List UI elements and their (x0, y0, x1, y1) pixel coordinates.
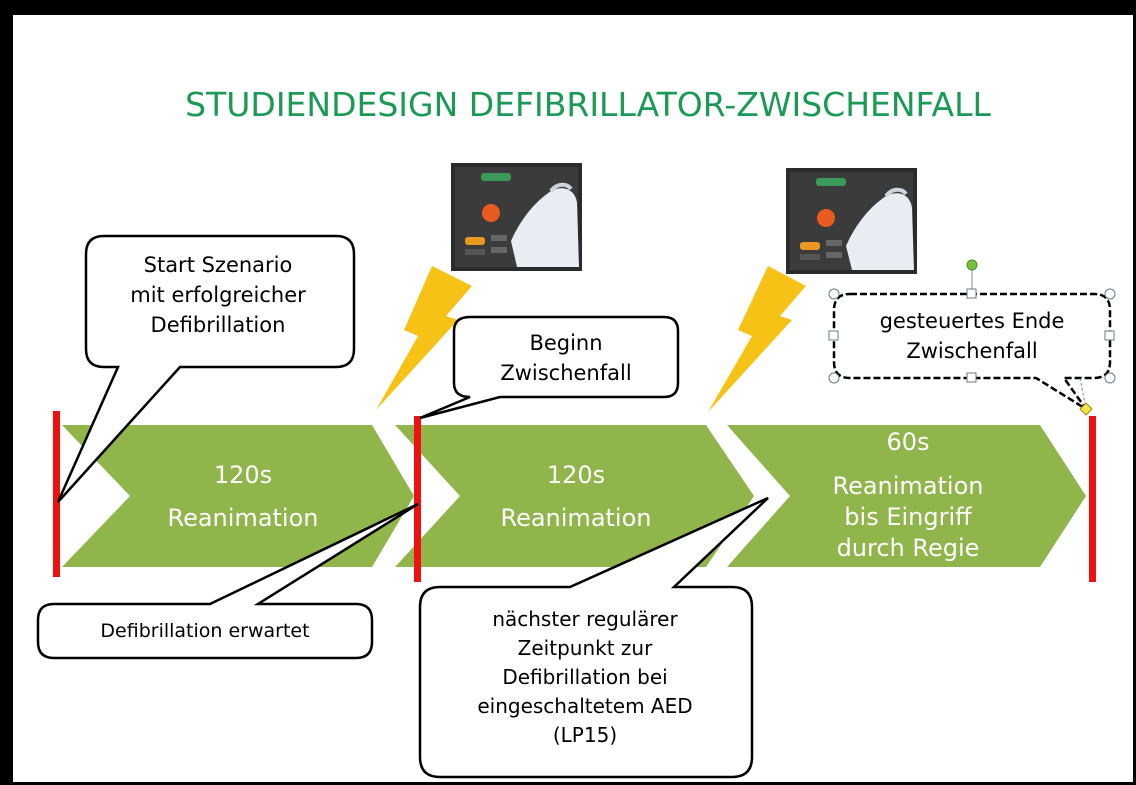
callout-start-scenario: Start Szenario mit erfolgreicher Defibri… (56, 234, 356, 503)
callout-next-line-4: eingeschaltetem AED (477, 694, 692, 718)
lightning-bolt-icon (708, 266, 806, 412)
selection-handles[interactable] (828, 288, 1116, 384)
callout-defibrillation-expected: Defibrillation erwartet (36, 502, 419, 660)
callout-start-line-1: Start Szenario (144, 253, 293, 277)
phase-arrow-2 (395, 425, 754, 567)
phase-arrow-1 (62, 425, 414, 567)
phase-3-duration: 60s (886, 428, 929, 456)
adjust-handle[interactable] (1079, 402, 1093, 416)
phase-3-label: Reanimation (832, 472, 983, 500)
timeline-marker-incident (414, 416, 421, 582)
slide-title: STUDIENDESIGN DEFIBRILLATOR-ZWISCHENFALL (185, 85, 991, 124)
callout-begin-line-2: Zwischenfall (500, 361, 631, 385)
phase-3-label-3: durch Regie (837, 534, 980, 562)
timeline-marker-start (53, 411, 60, 577)
callout-begin-incident: Beginn Zwischenfall (419, 315, 680, 420)
callout-end-line-2: Zwischenfall (906, 339, 1037, 363)
callout-start-line-2: mit erfolgreicher (130, 283, 306, 307)
callout-next-line-5: (LP15) (553, 723, 617, 747)
callout-expected-line-1: Defibrillation erwartet (100, 620, 309, 642)
callout-next-defibrillation: nächster regulärer Zeitpunkt zur Defibri… (418, 496, 769, 779)
callout-end-line-1: gesteuertes Ende (880, 309, 1065, 333)
callout-start-line-3: Defibrillation (151, 313, 286, 337)
callout-next-line-2: Zeitpunkt zur (518, 636, 653, 660)
callout-controlled-end[interactable]: gesteuertes Ende Zwischenfall (828, 259, 1116, 416)
callout-next-line-3: Defibrillation bei (502, 665, 667, 689)
rotate-handle[interactable] (966, 259, 978, 271)
callout-begin-line-1: Beginn (529, 331, 602, 355)
lightning-bolt-icon (376, 266, 472, 410)
defibrillator-panel-photo (786, 168, 917, 274)
phase-3-label-2: bis Eingriff (844, 503, 972, 531)
phase-2-label: Reanimation (500, 504, 651, 532)
phase-2-duration: 120s (547, 461, 605, 489)
phase-1-label: Reanimation (167, 504, 318, 532)
defibrillator-panel-photo (451, 163, 582, 271)
callout-next-line-1: nächster regulärer (492, 607, 678, 631)
phase-1-duration: 120s (214, 461, 272, 489)
timeline-marker-end (1089, 416, 1096, 582)
phase-arrow-3 (727, 425, 1086, 567)
